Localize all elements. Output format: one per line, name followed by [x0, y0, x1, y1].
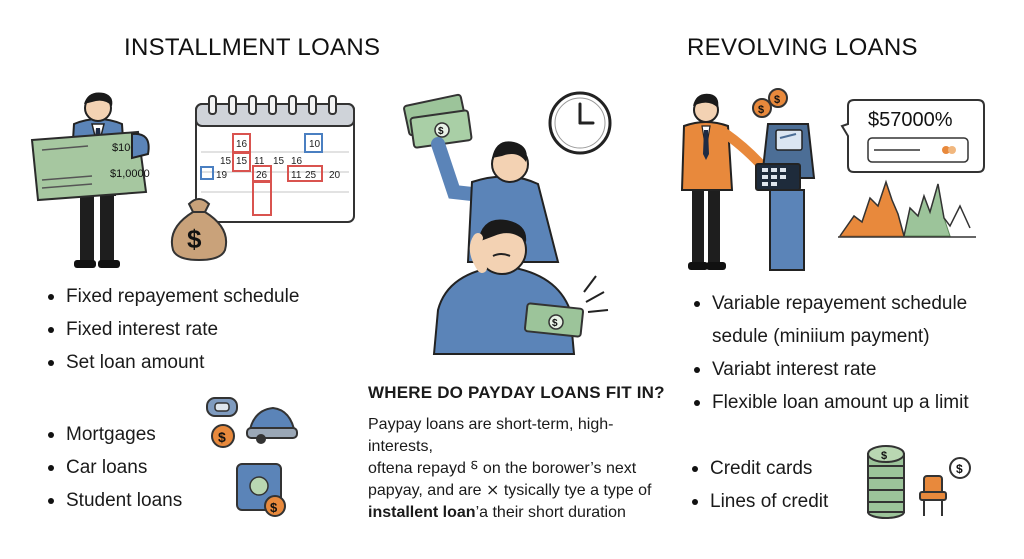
person-with-check-icon: $10000 $1,0000 — [30, 92, 150, 268]
cash-in-hand-icon: $ — [523, 302, 585, 338]
payday-line: papyay, and are ⨯ tysically tye a type o… — [368, 482, 652, 499]
house-coin-icon: $ — [206, 397, 238, 448]
car-icon — [246, 406, 298, 444]
area-chart-icon — [838, 179, 976, 238]
list-item: Lines of credit — [688, 485, 828, 518]
cal-num: 20 — [329, 170, 341, 181]
coin-stack-icon: $ — [867, 445, 905, 519]
cal-num: 26 — [256, 170, 268, 181]
cash-icon: $ — [403, 93, 473, 149]
loan-examples-icons: $ $ — [206, 397, 298, 517]
list-item-line: Variable repayement schedule — [712, 293, 968, 314]
installment-title: INSTALLMENT LOANS — [124, 34, 381, 61]
chair-icon: $ — [919, 457, 971, 516]
payday-body: Paypay loans are short-term, high-intere… — [368, 414, 678, 524]
payday-line-tail: ’a their short duration — [475, 504, 626, 521]
cal-num: 15 — [220, 156, 232, 167]
list-item: Set loan amount — [44, 346, 299, 379]
cal-num: 11 — [291, 170, 302, 181]
student-wallet-icon: $ — [236, 463, 286, 517]
list-item-line: sedule (miniium payment) — [712, 326, 930, 347]
installent-loan-emphasis: installent loan — [368, 504, 476, 521]
cal-num: 16 — [291, 156, 303, 167]
svg-text:$: $ — [270, 500, 278, 515]
credit-card-amount: $57000% — [868, 109, 953, 131]
cal-num: 25 — [305, 170, 317, 181]
calendar-icon: 16 10 15 15 11 15 16 19 26 11 25 20 — [195, 95, 355, 223]
payday-line: oftena repayd ⸹ on the borower’s next — [368, 460, 637, 477]
svg-text:$: $ — [774, 94, 780, 106]
svg-text:$: $ — [187, 224, 202, 254]
cal-num: 16 — [236, 139, 248, 150]
svg-text:$: $ — [218, 429, 226, 445]
payday-line: Paypay loans are short-term, high-intere… — [368, 416, 614, 455]
revolving-title: REVOLVING LOANS — [687, 34, 918, 61]
money-bag-icon: $ — [171, 198, 227, 262]
payday-heading: WHERE DO PAYDAY LOANS FIT IN? — [368, 383, 665, 402]
svg-text:$: $ — [552, 318, 558, 329]
revolving-examples-icons: $ $ — [867, 445, 971, 519]
check-amount-2: $1,0000 — [110, 168, 150, 180]
cal-num: 15 — [236, 156, 248, 167]
clock-icon — [548, 91, 612, 155]
list-item: Credit cards — [688, 452, 828, 485]
cal-num: 10 — [309, 139, 321, 150]
stressed-people-icon: $ $ — [403, 93, 609, 355]
revolving-examples-list: Credit cards Lines of credit — [688, 452, 828, 518]
installment-examples-list: Mortgages Car loans Student loans — [44, 418, 182, 517]
atm-person-icon: $ $ — [680, 88, 816, 271]
list-item: Variabt interest rate — [690, 353, 969, 386]
list-item: Car loans — [44, 451, 182, 484]
atm-machine-icon — [755, 123, 816, 271]
cal-num: 15 — [273, 156, 285, 167]
payday-line-last: installent loan’a their short duration — [368, 502, 678, 524]
list-item: Variable repayement schedule sedule (min… — [690, 287, 969, 353]
cal-num: 11 — [254, 156, 265, 167]
installment-features-list: Fixed repayement schedule Fixed interest… — [44, 280, 299, 379]
cal-num: 19 — [216, 170, 228, 181]
svg-text:$: $ — [881, 450, 887, 462]
svg-text:$: $ — [758, 104, 764, 116]
list-item: Mortgages — [44, 418, 182, 451]
list-item: Fixed interest rate — [44, 313, 299, 346]
svg-text:$: $ — [956, 462, 963, 476]
list-item: Student loans — [44, 484, 182, 517]
credit-card-bubble-icon: $57000% — [840, 99, 985, 173]
revolving-features-list: Variable repayement schedule sedule (min… — [690, 287, 969, 419]
svg-text:$: $ — [438, 126, 444, 137]
list-item: Fixed repayement schedule — [44, 280, 299, 313]
list-item: Flexible loan amount up a limit — [690, 386, 969, 419]
